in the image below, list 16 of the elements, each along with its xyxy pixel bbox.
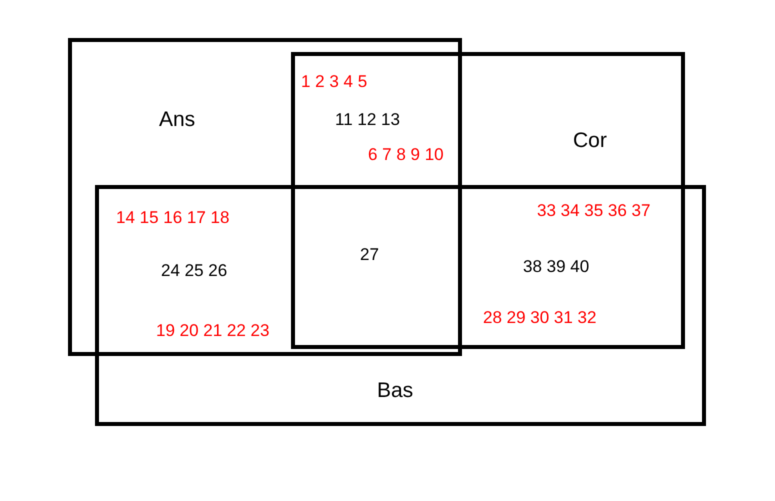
set-rectangle bbox=[68, 38, 462, 356]
element-list: 19 20 21 22 23 bbox=[156, 322, 270, 339]
element-list: 24 25 26 bbox=[161, 262, 228, 279]
element-list: 28 29 30 31 32 bbox=[483, 309, 596, 326]
element-list: 27 bbox=[360, 246, 379, 263]
element-list: 33 34 35 36 37 bbox=[537, 202, 650, 219]
set-rectangle bbox=[95, 185, 706, 426]
element-list: 6 7 8 9 10 bbox=[368, 146, 444, 163]
element-list: 1 2 3 4 5 bbox=[301, 73, 368, 90]
element-list: 11 12 13 bbox=[335, 111, 400, 128]
element-list: 14 15 16 17 18 bbox=[116, 209, 230, 226]
element-list: 38 39 40 bbox=[523, 258, 590, 275]
set-name: Cor bbox=[573, 130, 607, 151]
set-name: Ans bbox=[159, 109, 196, 130]
set-rectangle bbox=[291, 52, 685, 349]
set-name: Bas bbox=[377, 380, 414, 401]
